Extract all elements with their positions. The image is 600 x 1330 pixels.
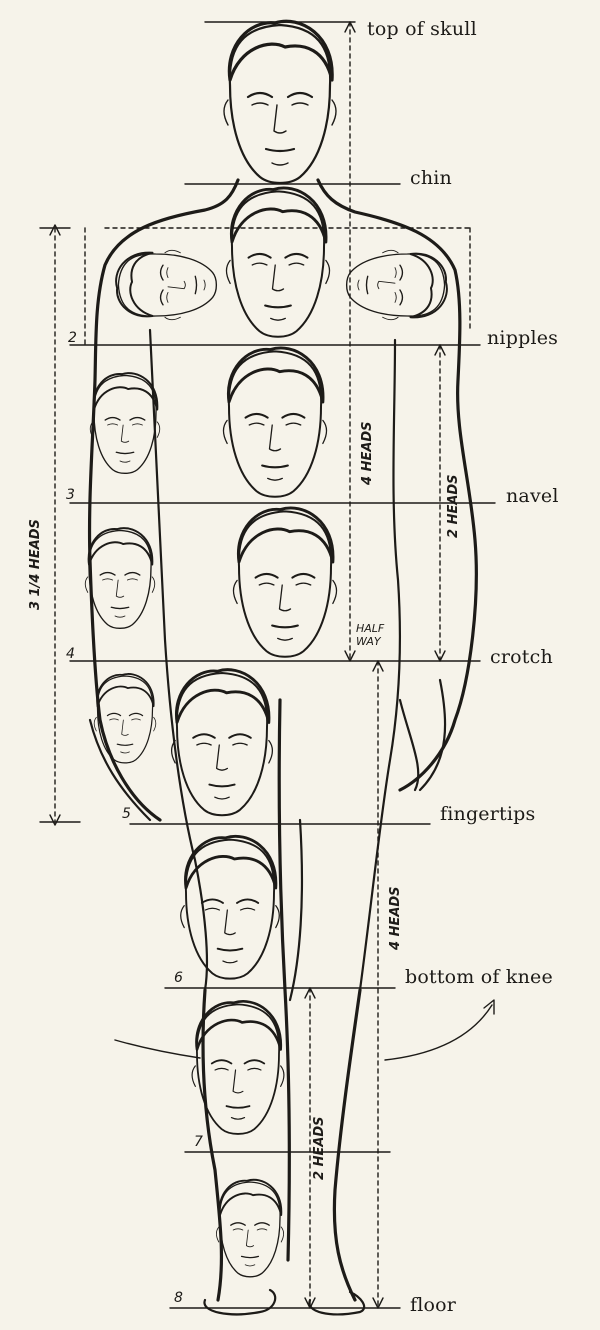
head-number-3: 3 bbox=[66, 487, 75, 503]
label-2-heads-shin: 2 HEADS bbox=[312, 1116, 327, 1180]
head-number-8: 8 bbox=[174, 1290, 183, 1306]
label-4-heads-leg: 4 HEADS bbox=[388, 886, 403, 950]
label-arm-3-1-4-heads: 3 1/4 HEADS bbox=[28, 519, 43, 610]
label-way: WAY bbox=[356, 635, 381, 648]
head-number-6: 6 bbox=[174, 970, 183, 986]
label-floor: floor bbox=[410, 1294, 457, 1316]
label-navel: navel bbox=[506, 485, 559, 507]
label-top-of-skull: top of skull bbox=[367, 18, 477, 40]
label-4-heads-torso: 4 HEADS bbox=[360, 421, 375, 485]
head-number-2: 2 bbox=[68, 330, 77, 346]
label-bottom-of-knee: bottom of knee bbox=[405, 966, 553, 988]
label-half-way: HALF WAY bbox=[356, 622, 384, 648]
label-2-heads-torso: 2 HEADS bbox=[446, 474, 461, 538]
head-number-7: 7 bbox=[194, 1134, 203, 1150]
label-fingertips: fingertips bbox=[440, 803, 536, 825]
label-chin: chin bbox=[410, 167, 452, 189]
label-nipples: nipples bbox=[487, 327, 559, 349]
head-number-5: 5 bbox=[122, 806, 131, 822]
label-crotch: crotch bbox=[490, 646, 553, 668]
label-half: HALF bbox=[356, 622, 385, 635]
head-number-4: 4 bbox=[66, 646, 75, 662]
